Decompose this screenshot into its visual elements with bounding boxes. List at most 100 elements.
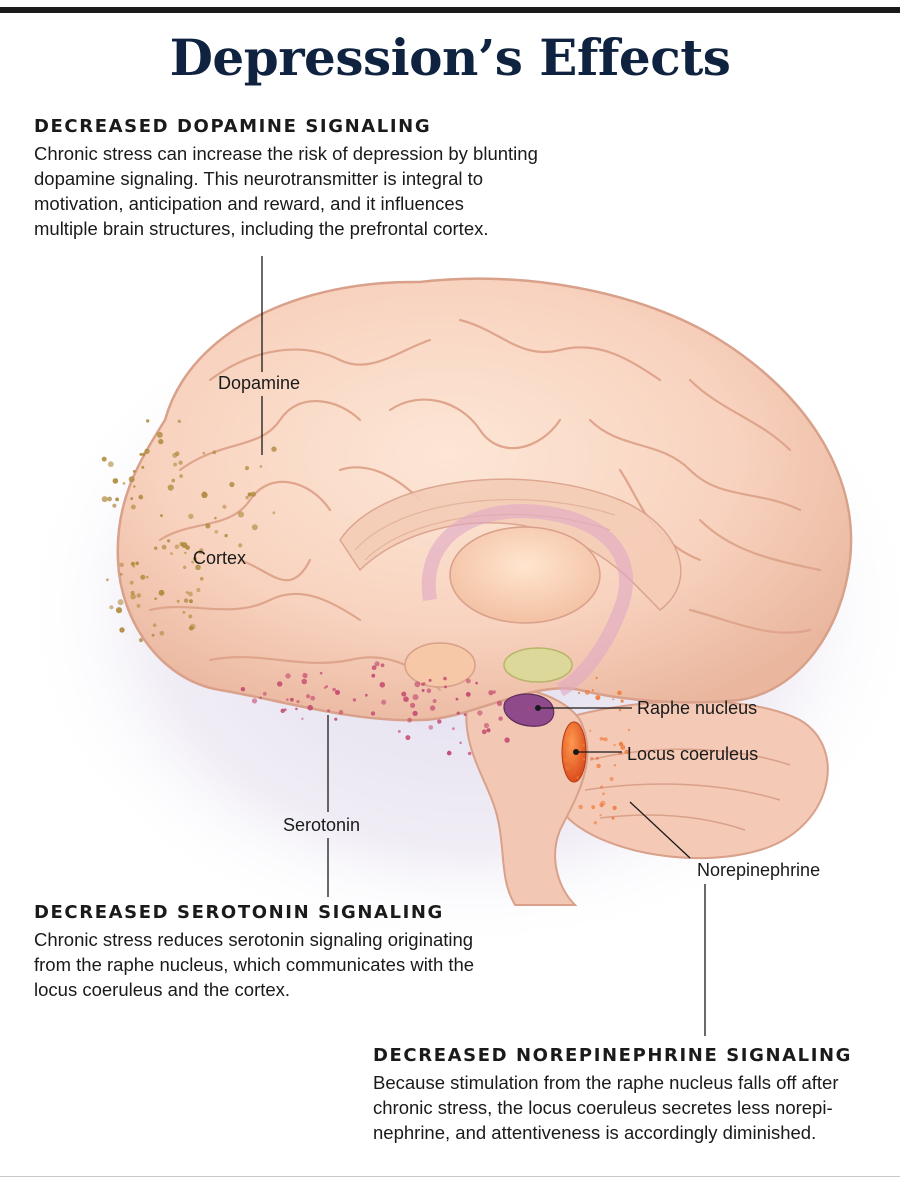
norepinephrine-dot [599, 736, 604, 741]
norepinephrine-dot [564, 741, 570, 747]
dopamine-line: dopamine signaling. This neurotransmitte… [34, 168, 484, 189]
dopamine-dot [132, 470, 136, 473]
dopamine-dot [202, 491, 206, 495]
serotonin-dot [483, 722, 490, 729]
dopamine-dot [130, 561, 135, 567]
dopamine-dot [196, 587, 201, 593]
serotonin-dot [302, 672, 308, 679]
serotonin-dot [475, 681, 478, 685]
dopamine-dot [112, 478, 119, 484]
serotonin-dot [410, 702, 416, 709]
locus-leader-dot [573, 749, 579, 755]
dopamine-dot [154, 597, 157, 600]
dopamine-dot [161, 544, 167, 550]
dopamine-dot [188, 625, 194, 631]
dopamine-dot [198, 549, 203, 554]
serotonin-section: DECREASED SEROTONIN SIGNALING Chronic st… [34, 902, 474, 1002]
dopamine-dot [189, 599, 193, 604]
temporal-structure [404, 642, 476, 688]
norepinephrine-line: nephrine, and attentiveness is according… [373, 1122, 817, 1143]
dopamine-dot [128, 476, 135, 483]
dopamine-dot [247, 492, 252, 497]
norepinephrine-dot [617, 690, 622, 696]
dopamine-dot [185, 545, 190, 550]
dopamine-dot [115, 607, 123, 614]
norepinephrine-dot [602, 738, 605, 741]
norepinephrine-dot [565, 766, 570, 771]
serotonin-dot [327, 709, 330, 713]
serotonin-dot [296, 700, 300, 704]
serotonin-dot [455, 697, 459, 701]
label-locus-coeruleus: Locus coeruleus [627, 744, 758, 764]
serotonin-dot [504, 737, 510, 743]
norepinephrine-dot [618, 709, 622, 712]
midbrain-structure [503, 647, 573, 683]
norepinephrine-dot [578, 804, 583, 810]
dopamine-dot [185, 591, 189, 594]
serotonin-dot [444, 685, 447, 689]
thalamus [449, 526, 601, 624]
dopamine-dot [119, 562, 124, 567]
serotonin-dot [370, 711, 376, 716]
dopamine-dot [144, 448, 150, 454]
norepinephrine-section: DECREASED NOREPINEPHRINE SIGNALING Becau… [373, 1045, 852, 1145]
norepinephrine-dot [582, 744, 585, 747]
dopamine-dot [173, 462, 178, 467]
norepinephrine-line: Because stimulation from the raphe nucle… [373, 1072, 839, 1093]
dopamine-heading: DECREASED DOPAMINE SIGNALING [34, 116, 432, 137]
norepinephrine-dot [599, 813, 602, 817]
serotonin-dot [290, 697, 294, 702]
serotonin-dot [412, 694, 419, 701]
serotonin-dot [251, 698, 258, 704]
dopamine-dot [138, 638, 144, 643]
serotonin-dot [443, 676, 447, 681]
serotonin-dot [325, 685, 328, 688]
serotonin-dot [405, 735, 411, 741]
norepinephrine-dot [624, 749, 629, 754]
label-dopamine: Dopamine [218, 373, 300, 393]
serotonin-dot [364, 693, 368, 697]
label-cortex: Cortex [193, 548, 246, 568]
dopamine-dot [130, 504, 136, 510]
dopamine-dot [145, 575, 149, 579]
serotonin-dot [310, 695, 316, 701]
norepinephrine-dot [600, 800, 606, 806]
serotonin-dot [371, 673, 376, 678]
norepinephrine-dot [566, 757, 571, 762]
dopamine-dot [245, 495, 249, 500]
serotonin-dot [446, 750, 452, 756]
serotonin-dot [380, 663, 385, 668]
dopamine-dot [214, 530, 219, 534]
serotonin-dot [397, 730, 401, 733]
dopamine-dot [183, 598, 189, 603]
dopamine-dot [238, 543, 243, 548]
serotonin-dot [477, 710, 483, 716]
serotonin-dot [407, 717, 412, 723]
dopamine-dot [229, 481, 235, 488]
dopamine-dot [158, 438, 164, 445]
dopamine-dot [179, 541, 185, 547]
cerebellum-folds [584, 748, 791, 831]
serotonin-dot [334, 717, 338, 721]
serotonin-dot [352, 698, 357, 702]
serotonin-dot [498, 716, 503, 721]
serotonin-line: locus coeruleus and the cortex. [34, 979, 291, 1000]
dopamine-dots [101, 419, 277, 643]
dopamine-dot [195, 564, 201, 571]
norepinephrine-dot [576, 776, 580, 779]
serotonin-dot [429, 705, 436, 711]
serotonin-description: Chronic stress reduces serotonin signali… [34, 927, 474, 1002]
dopamine-dot [237, 511, 244, 518]
norepinephrine-dot [595, 676, 598, 680]
serotonin-dot [422, 682, 426, 686]
dopamine-dot [140, 574, 146, 580]
serotonin-dot [335, 690, 340, 695]
dopamine-dot [133, 485, 136, 488]
dopamine-dot [188, 591, 193, 597]
serotonin-dot [338, 710, 344, 715]
dopamine-dot [178, 460, 183, 465]
dopamine-dot [115, 497, 119, 502]
dopamine-dot [141, 452, 146, 457]
serotonin-dot [319, 671, 323, 675]
dopamine-dot [251, 524, 258, 531]
